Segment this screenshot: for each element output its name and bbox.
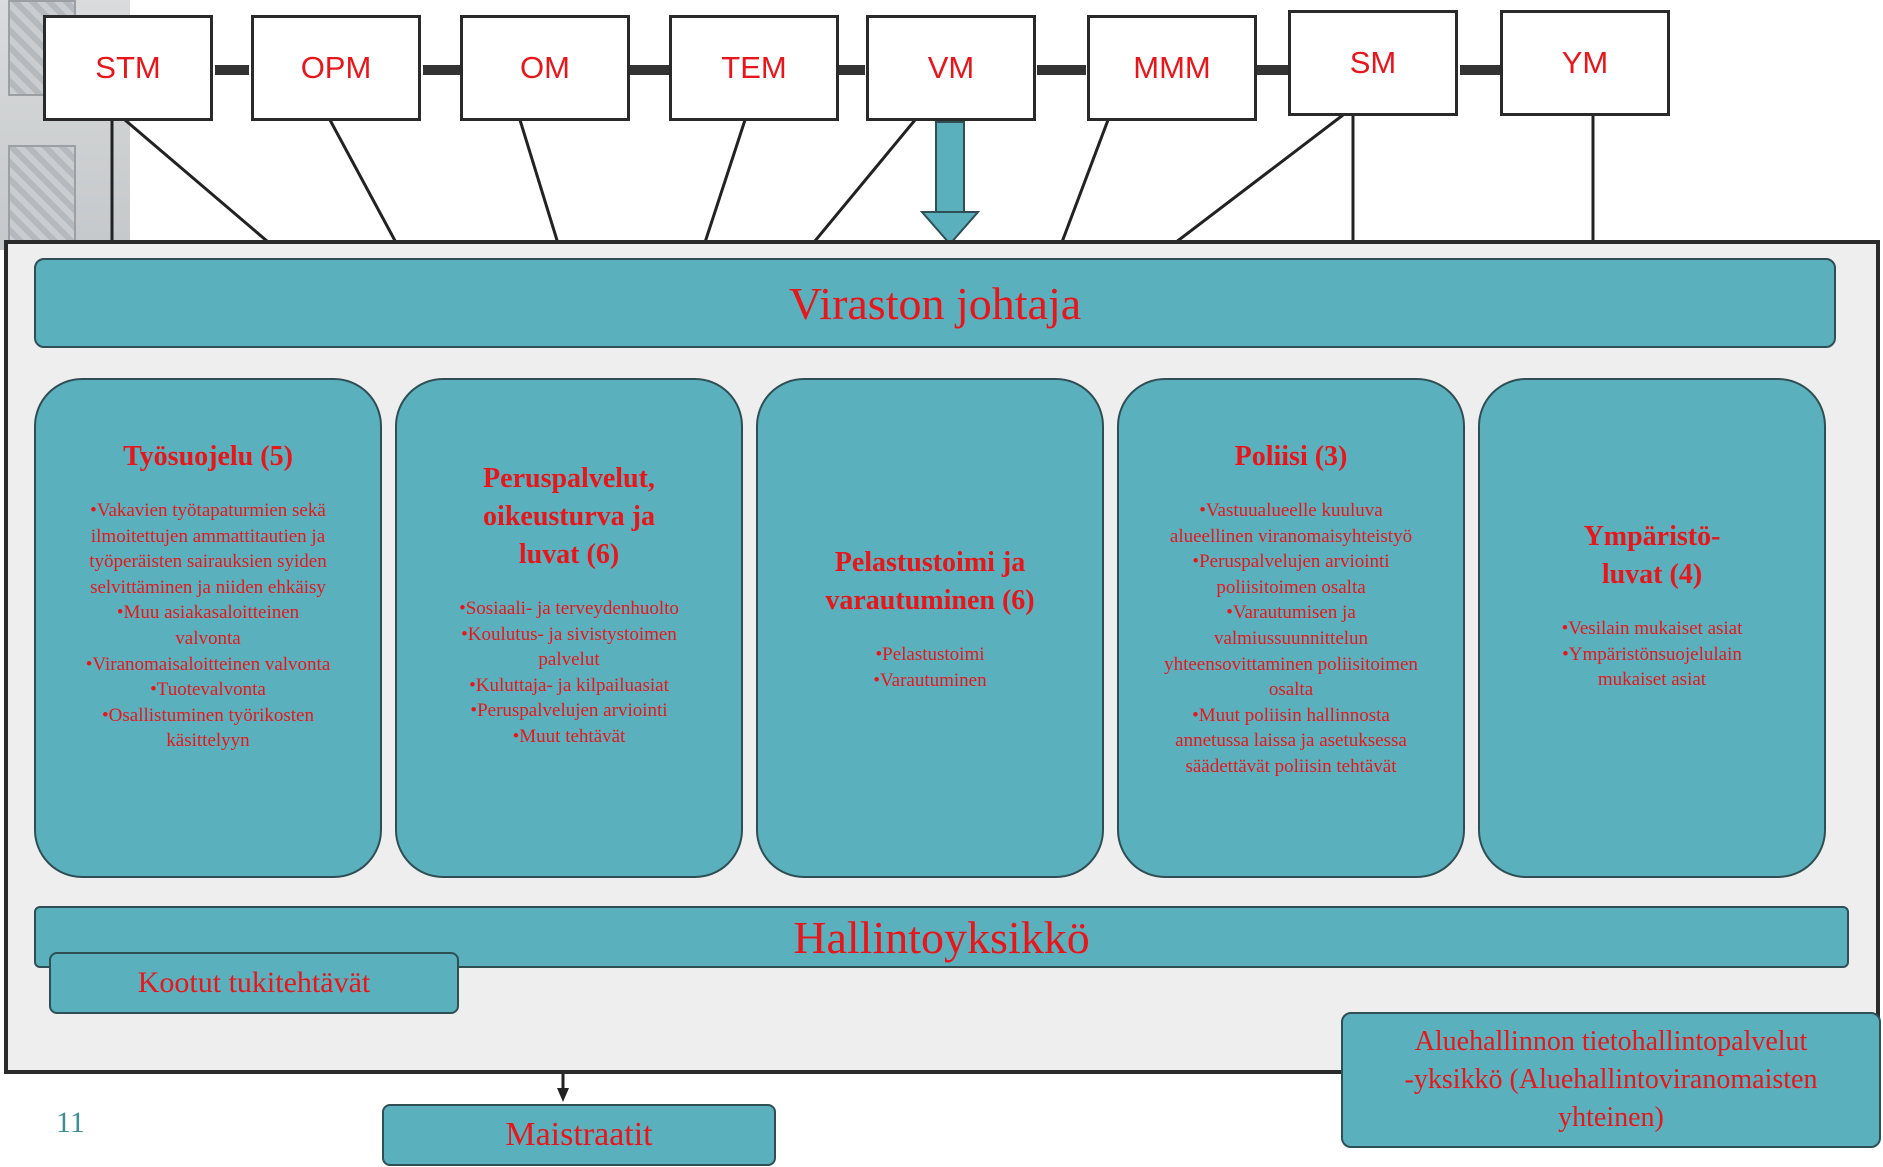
unit-item: •Muut tehtävät (512, 725, 626, 747)
director-label: Viraston johtaja (788, 277, 1082, 329)
unit-item: •Koulutus- ja sivistystoimen palvelut (461, 623, 677, 671)
support-tasks-label: Kootut tukitehtävät (137, 966, 371, 999)
ict-unit-box: Aluehallinnon tietohallintopalvelut -yks… (1341, 1012, 1881, 1148)
magistrates-label: Maistraatit (505, 1116, 653, 1153)
unit-item: •Varautuminen (873, 669, 987, 691)
unit-item: •Peruspalvelujen arviointi poliisitoimen… (1192, 551, 1390, 598)
unit-item: •Tuotevalvonta (150, 679, 266, 701)
unit-item: •Viranomaisaloitteinen valvonta (85, 653, 331, 675)
ict-unit-label: Aluehallinnon tietohallintopalvelut -yks… (1404, 1026, 1818, 1133)
ministry-label: MMM (1133, 50, 1211, 85)
unit-poliisi: Poliisi (3) •Vastuualueelle kuuluva alue… (1117, 378, 1465, 878)
unit-title: Työsuojelu (5) (123, 441, 293, 472)
ministry-label: OM (520, 50, 570, 85)
ministry-sm: SM (1288, 10, 1458, 116)
unit-item: •Peruspalvelujen arviointi (470, 700, 668, 722)
unit-item: •Muut poliisin hallinnosta annetussa lai… (1175, 704, 1407, 777)
ministry-om: OM (460, 15, 630, 121)
unit-item: •Varautumisen ja valmiussuunnittelun yht… (1164, 602, 1418, 701)
ministry-tem: TEM (669, 15, 839, 121)
unit-ymparistoluvat: Ympäristö- luvat (4) •Vesilain mukaiset … (1478, 378, 1826, 878)
ministry-stm: STM (43, 15, 213, 121)
ministry-label: TEM (721, 50, 787, 85)
unit-title: Pelastustoimi ja varautuminen (6) (825, 547, 1035, 616)
admin-unit-label: Hallintoyksikkö (793, 911, 1090, 963)
ministry-label: SM (1349, 45, 1397, 80)
unit-title: Poliisi (3) (1234, 441, 1348, 472)
unit-item: •Pelastustoimi (875, 644, 985, 665)
unit-pelastustoimi: Pelastustoimi ja varautuminen (6) •Pelas… (756, 378, 1104, 878)
magistrates-box: Maistraatit (382, 1104, 776, 1166)
ministry-ym: YM (1500, 10, 1670, 116)
unit-title: Ympäristö- luvat (4) (1583, 521, 1721, 590)
unit-item: •Vastuualueelle kuuluva alueellinen vira… (1169, 500, 1413, 547)
ministry-mmm: MMM (1087, 15, 1257, 121)
unit-item: •Ympäristönsuojelulain mukaiset asiat (1562, 643, 1742, 691)
unit-item: •Sosiaali- ja terveydenhuolto (459, 598, 679, 619)
unit-item: •Vesilain mukaiset asiat (1561, 618, 1743, 639)
unit-tyosuojelu: Työsuojelu (5) •Vakavien työtapaturmien … (34, 378, 382, 878)
unit-item: •Kuluttaja- ja kilpailuasiat (469, 674, 669, 696)
page-number: 11 (56, 1106, 85, 1139)
unit-item: •Vakavien työtapaturmien sekä ilmoitettu… (89, 500, 327, 598)
ministry-opm: OPM (251, 15, 421, 121)
unit-item: •Osallistuminen työrikosten käsittelyyn (102, 704, 314, 752)
director-bar: Viraston johtaja (34, 258, 1836, 348)
support-tasks-box: Kootut tukitehtävät (49, 952, 459, 1014)
unit-title: Peruspalvelut, oikeusturva ja luvat (6) (483, 463, 655, 570)
ministry-label: YM (1561, 45, 1609, 80)
ministry-label: VM (927, 50, 975, 85)
unit-peruspalvelut: Peruspalvelut, oikeusturva ja luvat (6) … (395, 378, 743, 878)
unit-item: •Muu asiakasaloitteinen valvonta (116, 602, 300, 649)
ministry-label: OPM (300, 50, 372, 85)
ministry-vm: VM (866, 15, 1036, 121)
ministry-label: STM (95, 50, 161, 85)
